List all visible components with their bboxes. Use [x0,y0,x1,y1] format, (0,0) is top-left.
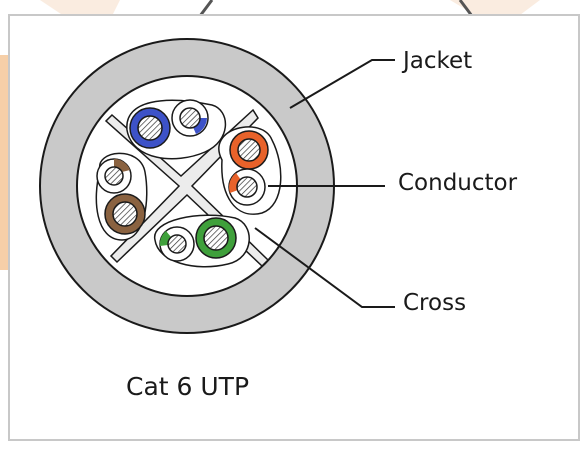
diagram-caption: Cat 6 UTP [126,372,250,401]
label-cross: Cross [403,290,467,316]
conductor-brown-core [112,201,138,227]
label-conductor: Conductor [398,170,518,196]
conductor-brown-white-stripe [114,158,130,172]
dark-line-right [458,0,474,17]
pair-blue [126,99,227,160]
leader-jacket [289,59,395,109]
label-jacket: Jacket [403,48,473,74]
leader-lines [254,59,395,308]
dark-line-left [198,0,214,17]
conductor-orange-white-core [236,176,258,198]
conductor-brown-white-core [104,166,124,186]
conductor-green-white-core [167,234,187,254]
conductor-blue-core [137,115,163,141]
conductor-orange-core [237,138,261,162]
pair-orange [218,126,282,215]
conductor-green-core [203,225,229,251]
conductor-blue-white-core [179,107,201,129]
leader-cross [254,227,395,308]
pair-brown [95,152,148,241]
conductor-blue-white-stripe [193,118,207,134]
conductor-green-white-stripe [159,231,171,246]
conductor-orange-white-stripe [229,173,241,193]
pair-green [154,214,250,268]
